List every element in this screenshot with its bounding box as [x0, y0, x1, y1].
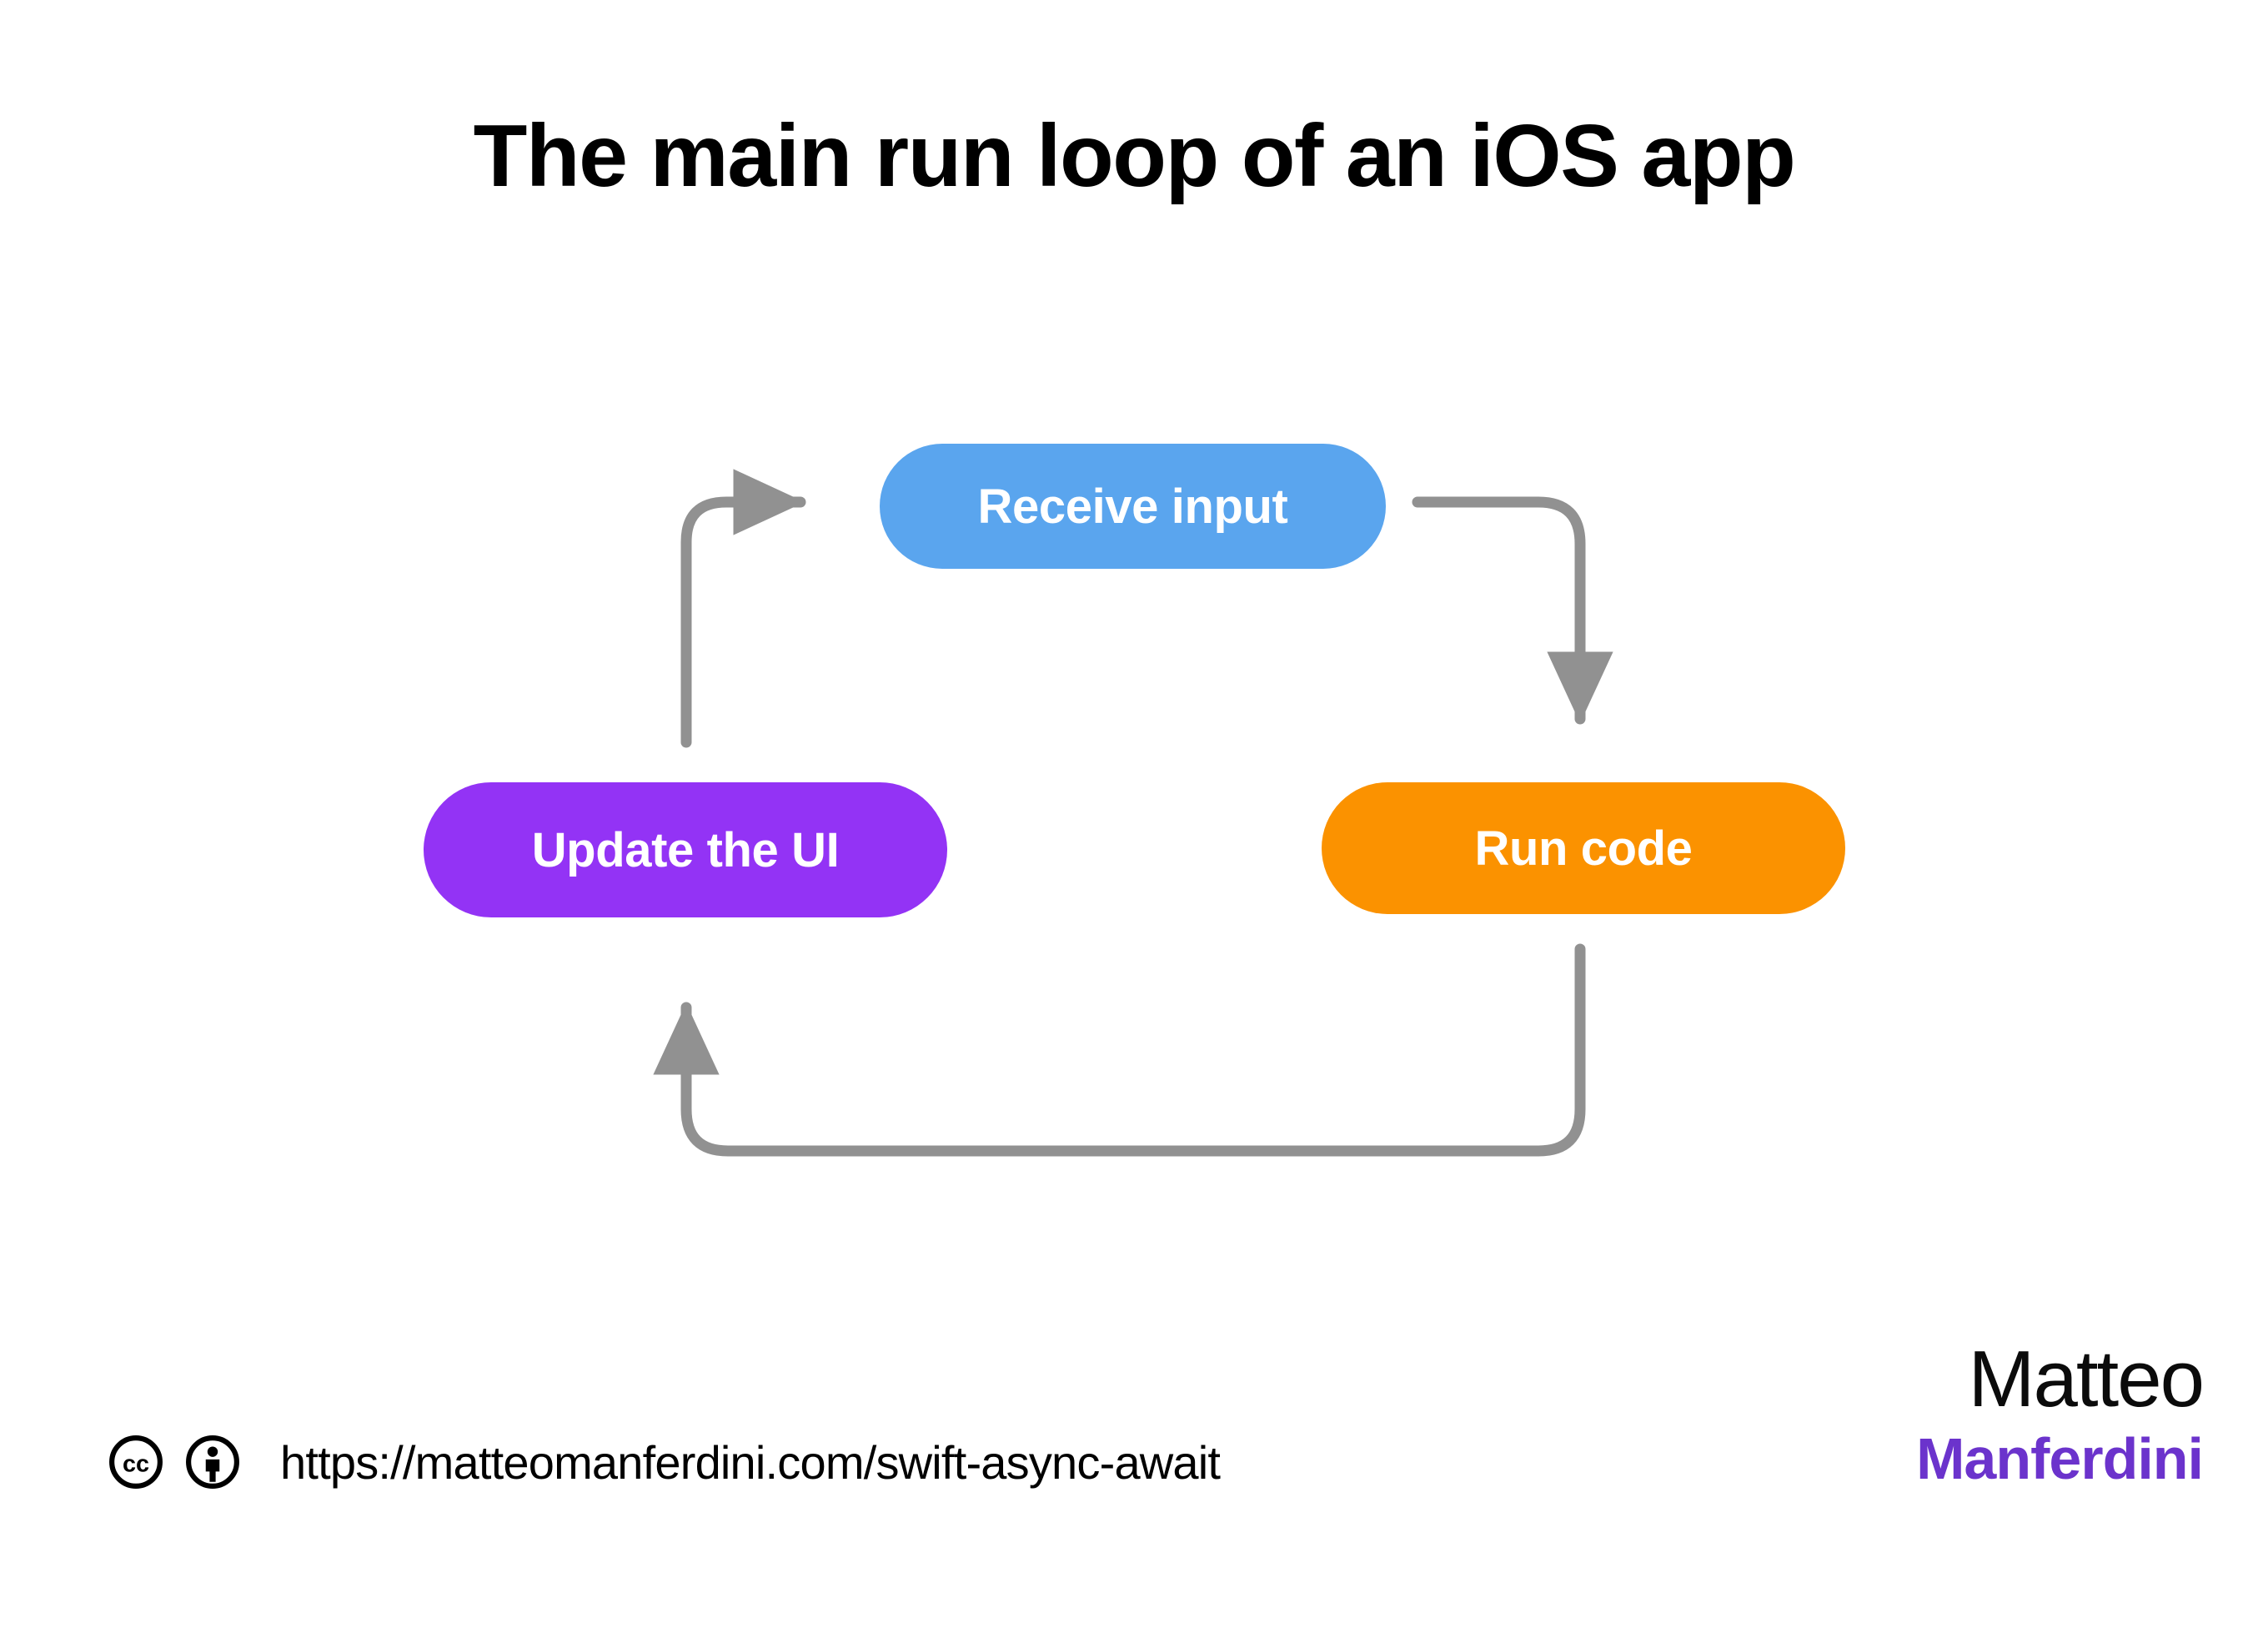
logo-last-name: Manferdini: [1916, 1426, 2204, 1491]
brand-logo: Matteo Manferdini: [1916, 1334, 2205, 1491]
page-title: The main run loop of an iOS app: [473, 107, 1796, 205]
svg-text:cc: cc: [123, 1450, 149, 1477]
cc-icon: cc: [109, 1435, 163, 1489]
node-run-code[interactable]: Run code: [1322, 782, 1845, 914]
edge-receive-to-run: [1412, 496, 1613, 725]
logo-first-name: Matteo: [1968, 1334, 2205, 1424]
node-update-ui-label: Update the UI: [531, 822, 840, 877]
edge-run-to-update: [653, 943, 1586, 1157]
node-receive-input[interactable]: Receive input: [880, 444, 1386, 569]
cc-by-person-icon: [186, 1435, 239, 1489]
node-run-code-label: Run code: [1474, 821, 1693, 876]
footer-url[interactable]: https://matteomanferdini.com/swift-async…: [280, 1435, 1221, 1489]
node-update-ui[interactable]: Update the UI: [424, 782, 947, 917]
footer-license-block: cc https://matteomanferdini.com/swift-as…: [108, 1435, 1221, 1490]
edge-update-to-receive: [680, 469, 806, 748]
node-receive-input-label: Receive input: [977, 479, 1288, 534]
